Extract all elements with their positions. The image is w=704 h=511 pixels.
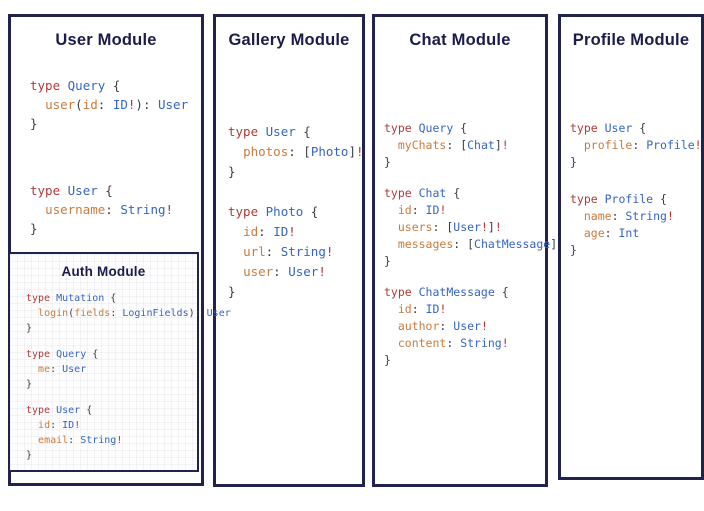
code-line: } [570, 243, 577, 257]
code-block: type User { photos: [Photo]!} [228, 122, 364, 182]
code-line: } [570, 155, 577, 169]
code-line: user: User! [243, 264, 326, 279]
code-line: login(fields: LoginFields): User [38, 308, 231, 319]
code-line: type Query { [26, 349, 99, 360]
auth-module-schema-code: type Mutation { login(fields: LoginField… [10, 291, 231, 463]
code-line: age: Int [583, 226, 640, 240]
code-line: type User { [570, 121, 647, 135]
code-line: type Photo { [228, 204, 319, 219]
profile-module-schema-code: type User { profile: Profile!}type Profi… [561, 120, 702, 259]
code-line: type User { [228, 124, 311, 139]
code-line: } [228, 284, 236, 299]
chat-module-schema-code: type Query { myChats: [Chat]!}type Chat … [375, 120, 564, 369]
code-line: users: [User!]! [397, 220, 502, 234]
code-line: author: User! [397, 319, 488, 333]
code-line: } [30, 221, 38, 236]
code-block: type Photo { id: ID! url: String! user: … [228, 202, 362, 302]
code-line: user(id: ID!): User [45, 97, 189, 112]
panel-auth-module: Auth Module type Mutation { login(fields… [8, 252, 231, 472]
code-block: type Query { me: User} [26, 347, 197, 392]
code-line: profile: Profile! [583, 138, 702, 152]
profile-module-title: Profile Module [572, 31, 690, 49]
code-line: id: ID! [397, 302, 447, 316]
chat-module-title: Chat Module [409, 31, 511, 49]
code-line: type Query { [384, 121, 468, 135]
code-line: } [26, 379, 33, 390]
panel-profile-module: Profile Module type User { profile: Prof… [558, 14, 704, 480]
user-module-schema-code: type Query { user(id: ID!): User}type Us… [11, 76, 201, 238]
code-line: } [384, 155, 391, 169]
code-block: type User { id: ID! email: String!} [26, 403, 197, 463]
auth-module-title: Auth Module [61, 264, 146, 279]
code-block: type Mutation { login(fields: LoginField… [26, 291, 231, 336]
code-line: type User { [26, 405, 93, 416]
gallery-module-title: Gallery Module [228, 31, 350, 49]
code-line: type Query { [30, 78, 121, 93]
code-line: id: ID! [38, 420, 81, 431]
code-block: type User { profile: Profile!} [570, 120, 702, 171]
code-block: type Chat { id: ID! users: [User!]! mess… [384, 185, 564, 270]
code-line: me: User [38, 364, 87, 375]
code-line: type Chat { [384, 186, 461, 200]
code-line: type Profile { [570, 192, 667, 206]
code-line: name: String! [583, 209, 674, 223]
code-line: email: String! [38, 435, 123, 446]
code-line: content: String! [397, 336, 509, 350]
code-line: url: String! [243, 244, 334, 259]
code-line: } [26, 323, 33, 334]
code-line: type ChatMessage { [384, 285, 509, 299]
code-line: } [384, 254, 391, 268]
code-block: type Profile { name: String! age: Int} [570, 191, 701, 259]
code-line: type User { [30, 183, 113, 198]
code-block: type Query { myChats: [Chat]!} [384, 120, 545, 171]
code-line: username: String! [45, 202, 174, 217]
code-block: type User { username: String!} [30, 181, 201, 238]
panel-chat-module: Chat Module type Query { myChats: [Chat]… [372, 14, 564, 487]
code-block: type ChatMessage { id: ID! author: User!… [384, 284, 545, 369]
code-line: } [228, 164, 236, 179]
user-module-title: User Module [55, 31, 157, 49]
code-line: } [30, 116, 38, 131]
panel-gallery-module: Gallery Module type User { photos: [Phot… [213, 14, 365, 487]
code-line: id: ID! [243, 224, 296, 239]
code-block: type Query { user(id: ID!): User} [30, 76, 201, 133]
code-line: } [384, 353, 391, 367]
code-line: id: ID! [397, 203, 447, 217]
gallery-module-schema-code: type User { photos: [Photo]!}type Photo … [216, 122, 364, 302]
code-line: myChats: [Chat]! [397, 138, 509, 152]
code-line: messages: [ChatMessage]! [397, 237, 564, 251]
code-line: } [26, 450, 33, 461]
code-line: type Mutation { [26, 293, 117, 304]
code-line: photos: [Photo]! [243, 144, 364, 159]
